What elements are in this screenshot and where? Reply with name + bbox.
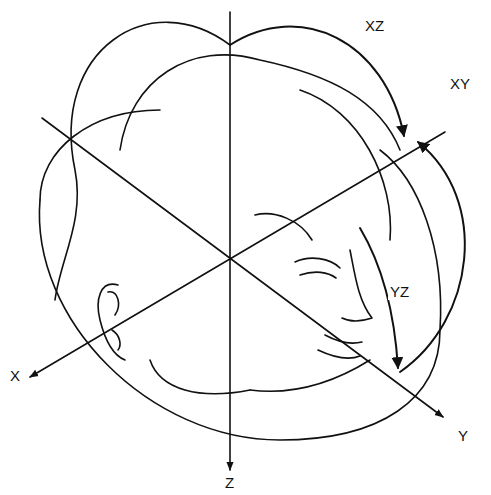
axis-label: Z bbox=[223, 475, 236, 491]
axis-label: Y bbox=[456, 428, 470, 444]
axis-label: X bbox=[8, 368, 22, 384]
plane-label: YZ bbox=[388, 284, 411, 300]
plane-label: XY bbox=[448, 76, 472, 92]
plane-label: XZ bbox=[363, 18, 386, 34]
